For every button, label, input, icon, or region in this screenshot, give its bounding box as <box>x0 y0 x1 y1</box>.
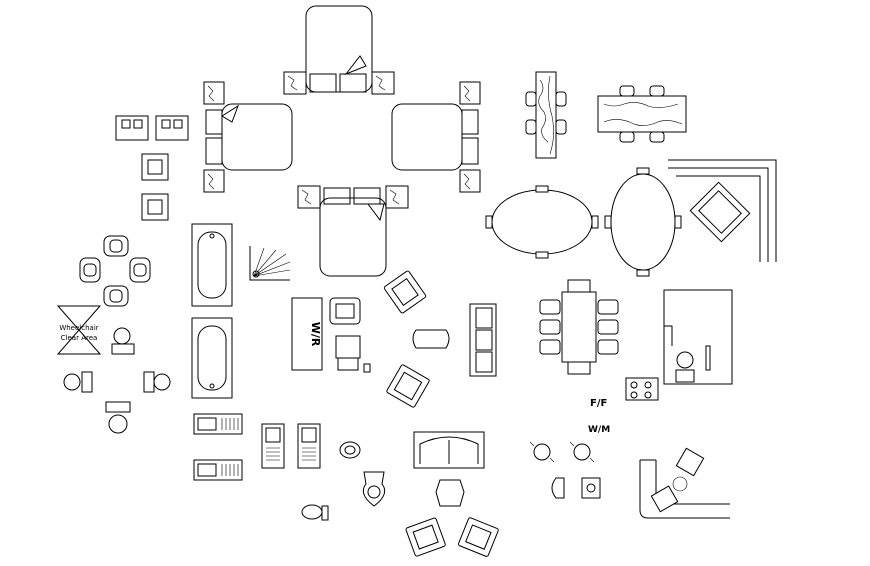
dining-table-4-vertical <box>525 71 567 159</box>
wheelchair-clear-area: Wheelchair Clear Area <box>56 305 102 355</box>
double-bed-top <box>283 5 395 95</box>
people-seated <box>529 441 601 499</box>
bathroom-plan <box>663 289 733 385</box>
armchair-lower <box>386 364 430 408</box>
bathtub-lower <box>191 317 233 399</box>
bathtub-upper <box>191 223 233 307</box>
armchair-bottom-left <box>405 517 446 557</box>
desk-chair <box>329 297 371 373</box>
dining-table-4-horizontal <box>597 85 687 143</box>
fridge-label: F/F <box>590 398 607 409</box>
toilet-bottom <box>301 504 329 521</box>
sink-single-b <box>297 423 321 469</box>
wheelchair-label-1: Wheelchair <box>59 324 98 332</box>
armchair-bottom-right <box>458 517 499 557</box>
armchair-upper <box>383 270 427 314</box>
wheelchair-label-2: Clear Area <box>61 334 98 342</box>
shower-corner <box>249 246 291 281</box>
washing-machine-label: W/M <box>588 425 610 435</box>
chair-single-b <box>141 193 169 221</box>
oval-table-horizontal <box>485 185 599 259</box>
chair-single-a <box>141 153 169 181</box>
chair-pair-top <box>115 115 189 141</box>
wardrobe-label: W/R <box>309 322 322 347</box>
two-seat-sofa <box>413 431 485 469</box>
double-bed-left <box>203 81 293 193</box>
toilet-group <box>63 327 171 434</box>
corner-desk-workstation <box>639 447 730 519</box>
three-seat-sofa <box>469 303 497 377</box>
sink-single-a <box>261 423 285 469</box>
side-table <box>435 479 465 507</box>
dining-table-6 <box>539 279 619 375</box>
cooktop <box>625 377 659 401</box>
round-basin <box>339 441 361 459</box>
coffee-table-oval <box>412 329 450 349</box>
corner-seating-unit <box>668 159 777 262</box>
sink-double-lower <box>193 459 243 481</box>
sink-double-upper <box>193 413 243 435</box>
double-bed-bottom <box>297 185 409 277</box>
double-bed-right <box>391 81 481 193</box>
wardrobe: W/R <box>291 297 323 371</box>
wall-toilet <box>362 471 386 507</box>
oval-table-vertical <box>604 167 682 277</box>
wash-basin-group <box>79 235 151 307</box>
